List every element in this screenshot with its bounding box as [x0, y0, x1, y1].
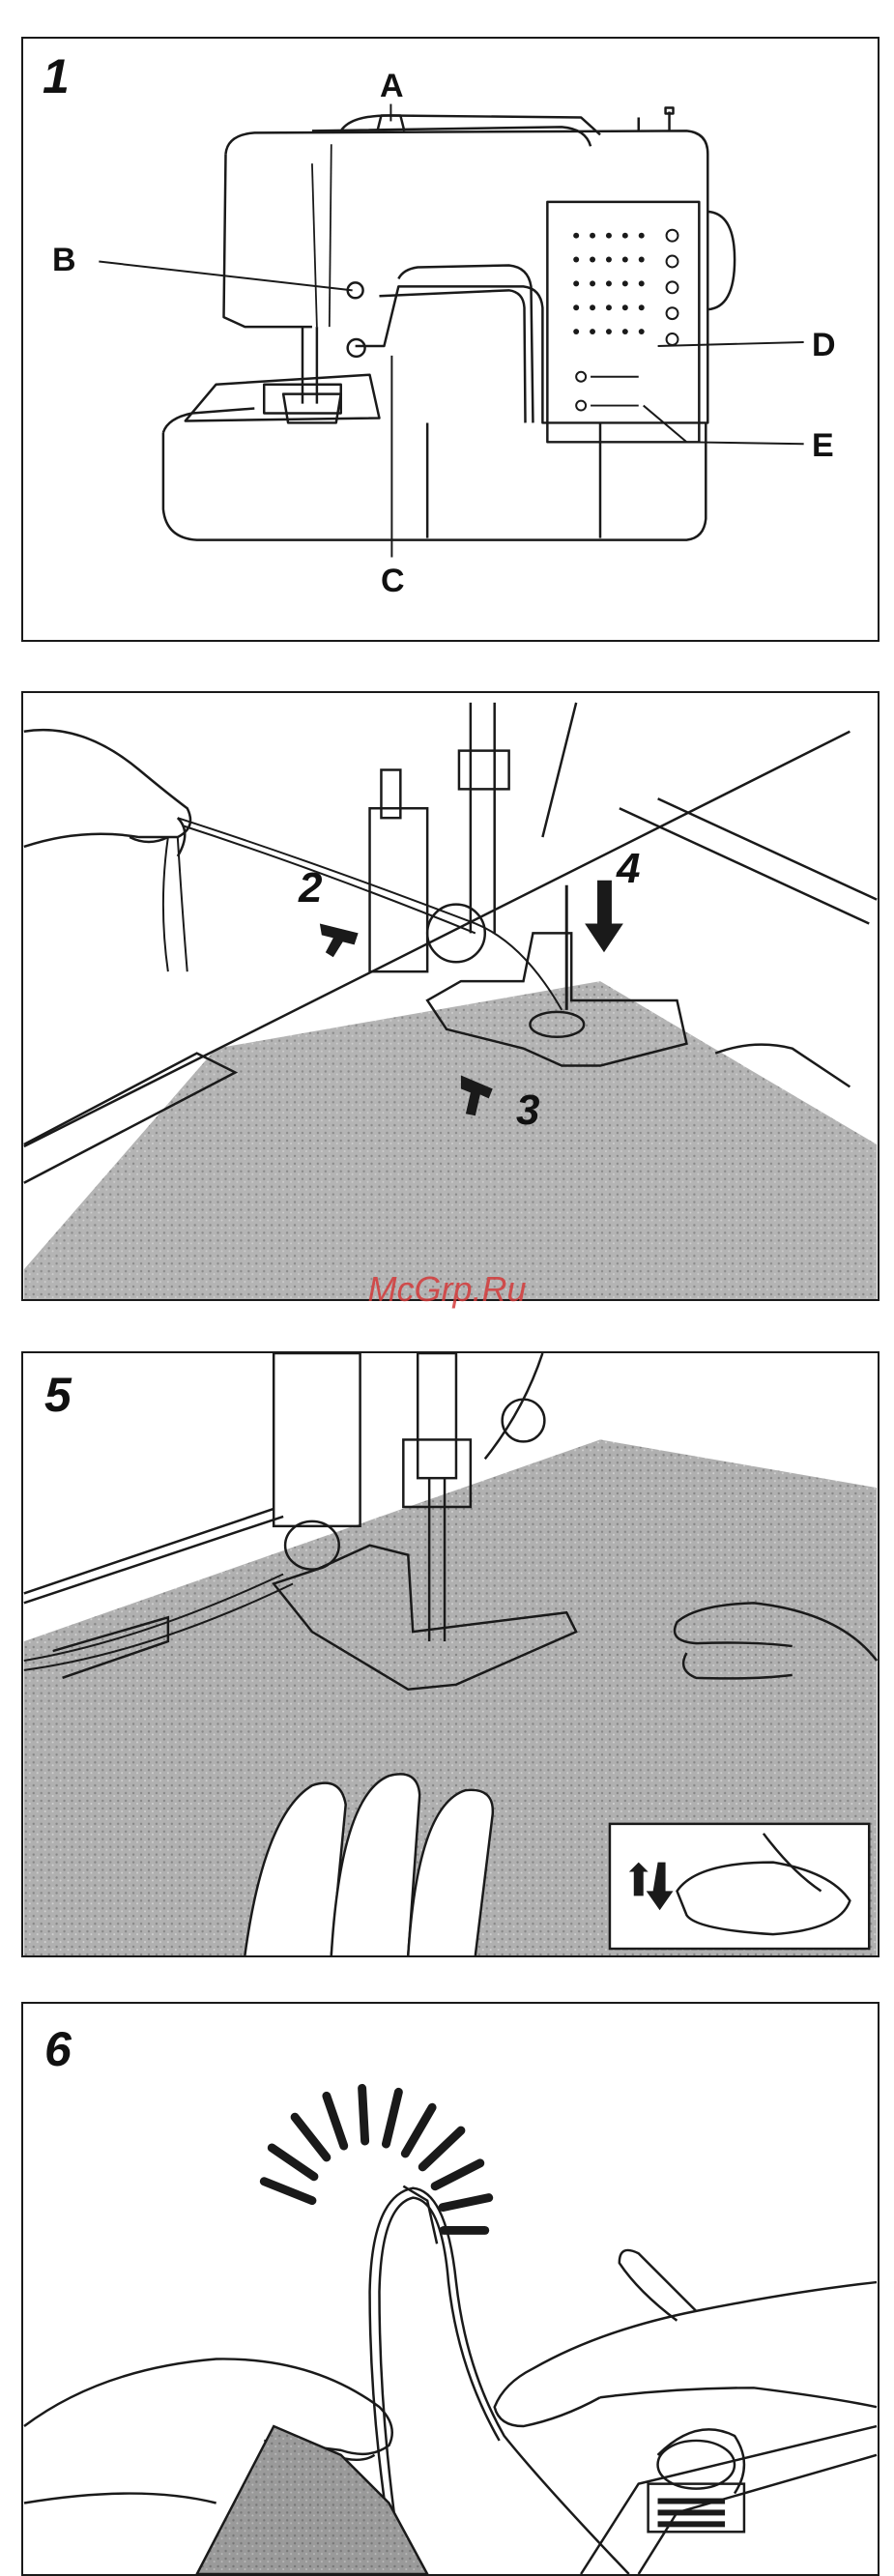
callout-c: C	[381, 564, 405, 597]
arrow-label-3: 3	[516, 1089, 539, 1132]
cut-thread-illustration	[23, 2004, 878, 2574]
step-number-6: 6	[44, 2025, 72, 2073]
callout-a: A	[380, 70, 404, 102]
panel-cut-thread: 6	[21, 2002, 880, 2576]
step-number-5: 5	[44, 1371, 72, 1419]
arrow-label-4: 4	[617, 848, 640, 890]
panel-thread-pull-steps: 2 3 4	[21, 691, 880, 1301]
sewing-fabric-illustration	[23, 1353, 878, 1955]
callout-b: B	[52, 244, 76, 276]
callout-d: D	[812, 329, 836, 362]
panel-sewing-fabric: 5	[21, 1351, 880, 1957]
step-number-1: 1	[43, 52, 70, 101]
panel-sewing-machine-overview: 1 A B C D E	[21, 37, 880, 642]
callout-e: E	[812, 429, 834, 462]
needle-thread-illustration	[23, 693, 878, 1299]
watermark-text: McGrp.Ru	[0, 1269, 894, 1310]
sewing-machine-illustration	[23, 39, 878, 640]
arrow-label-2: 2	[299, 867, 322, 910]
